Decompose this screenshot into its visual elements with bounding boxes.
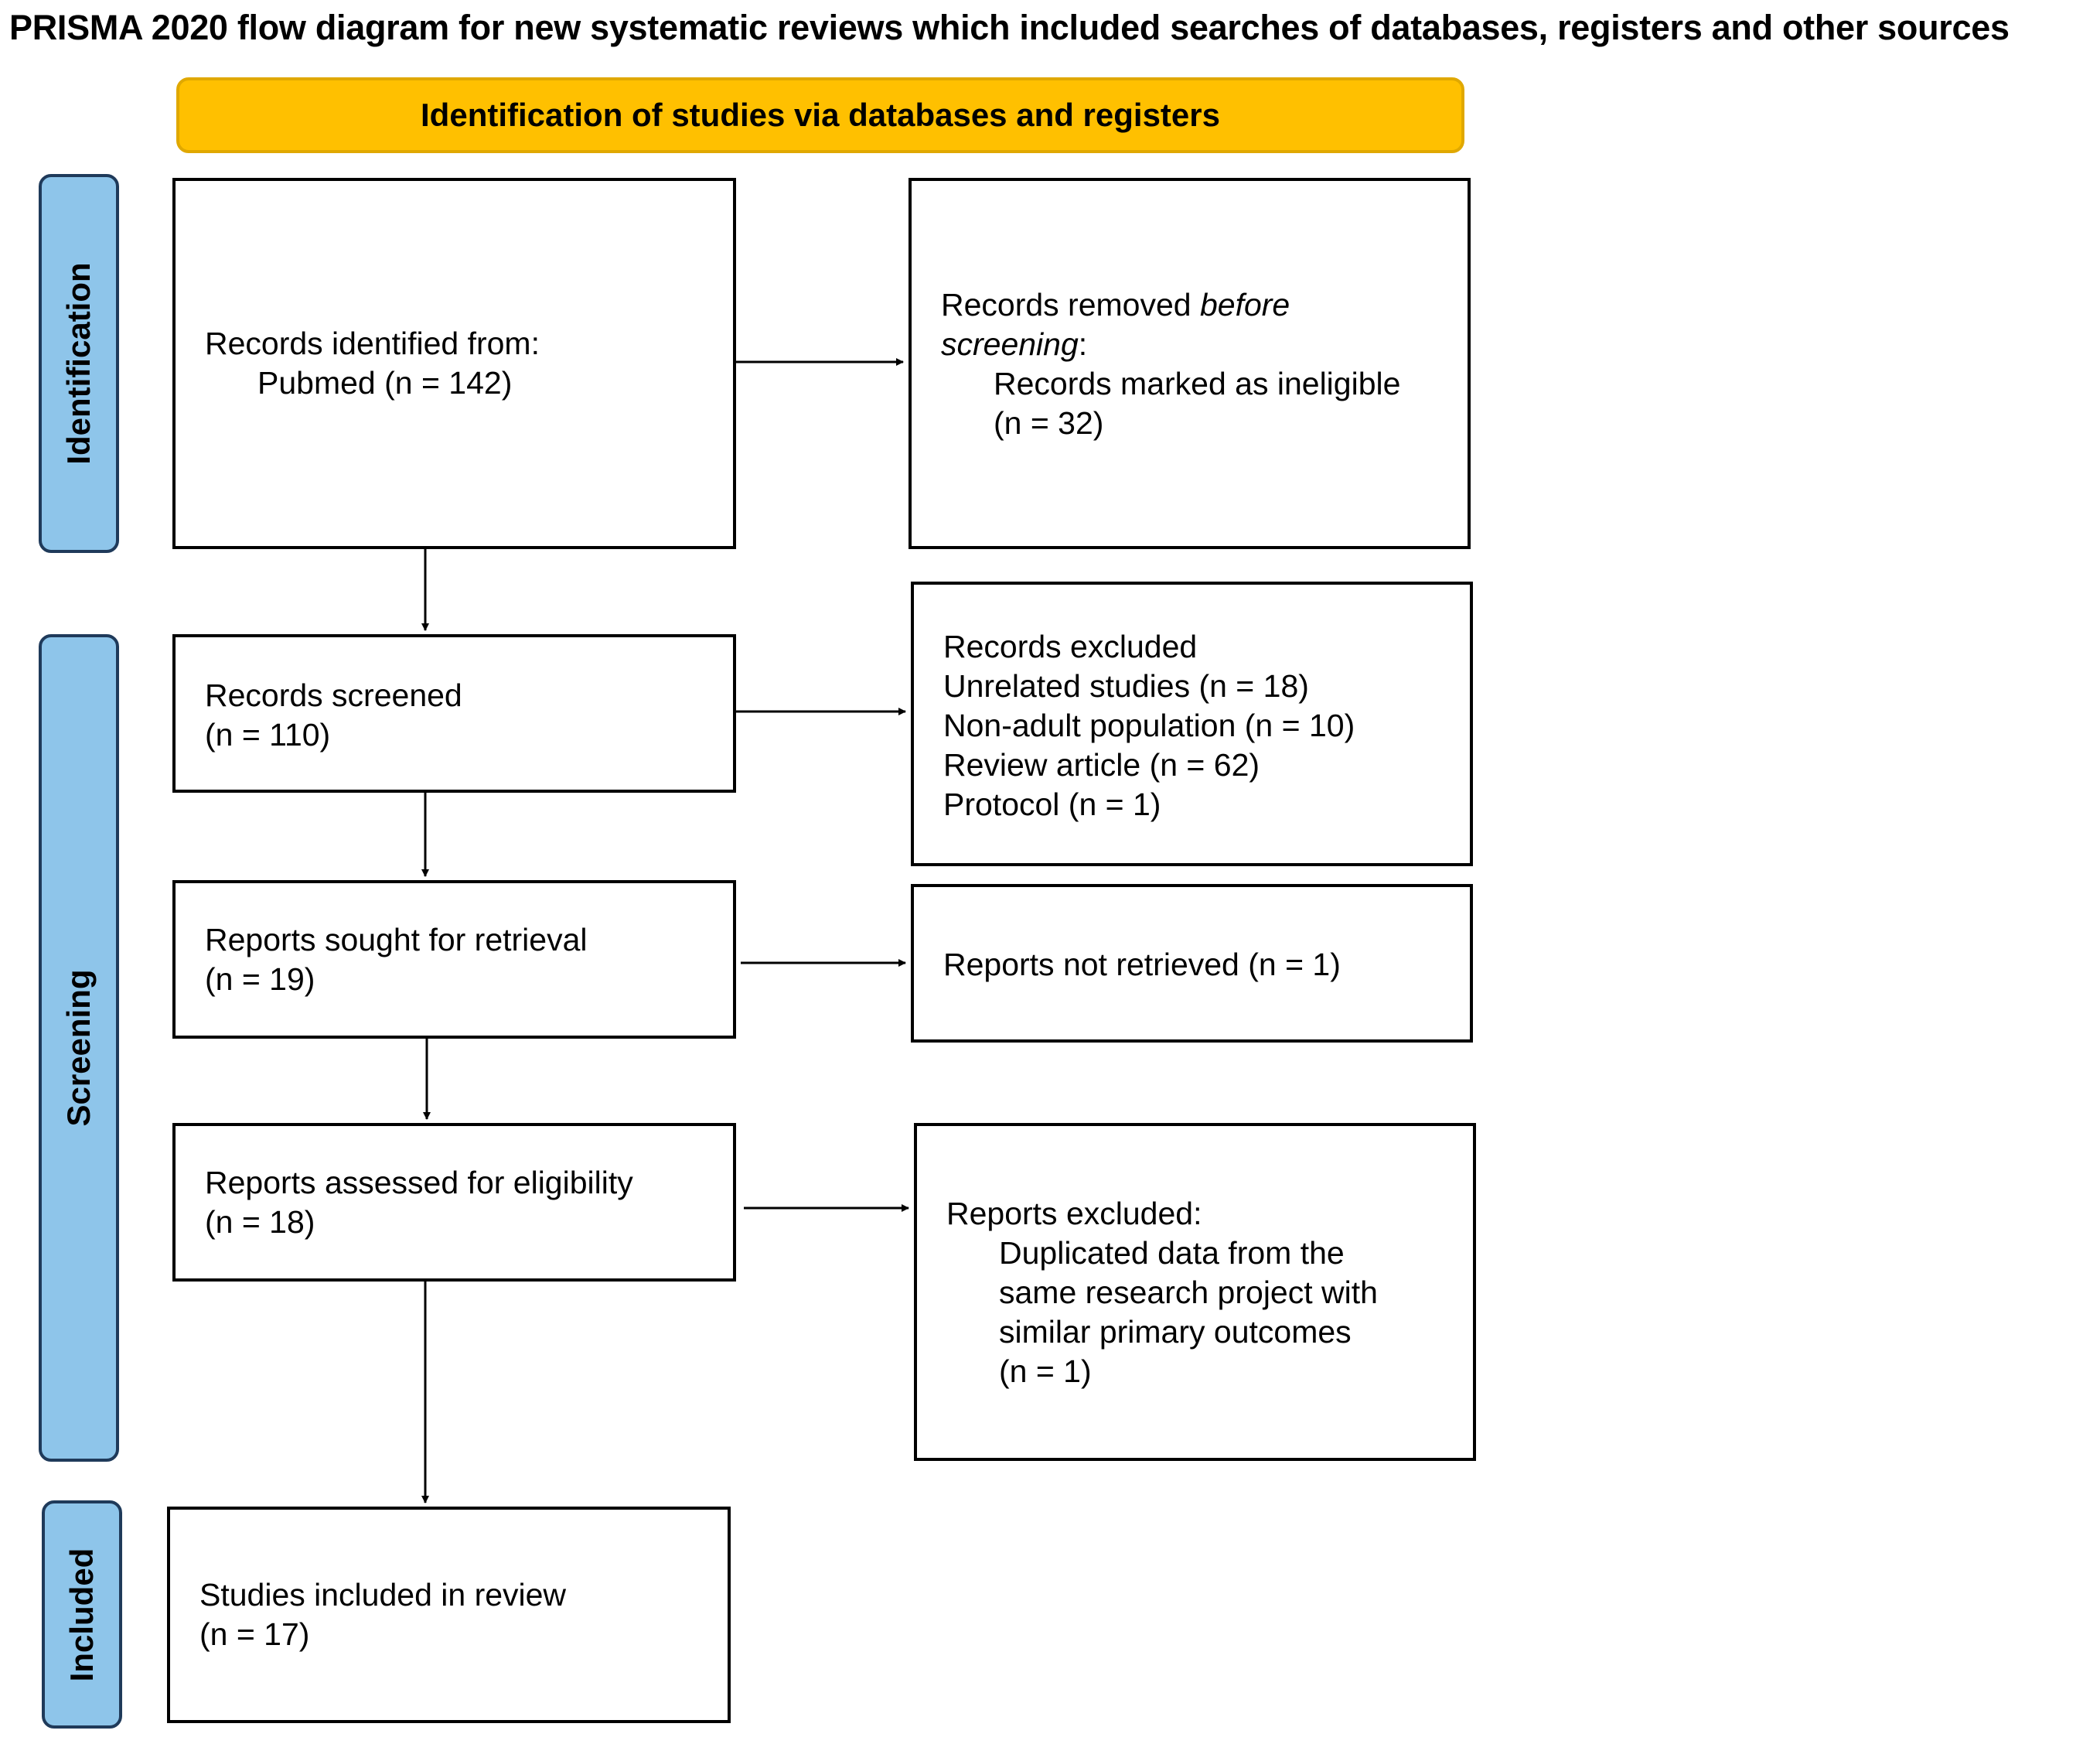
box-reports-excluded: Reports excluded: Duplicated data from t… (914, 1123, 1476, 1461)
box-records-excluded: Records excluded Unrelated studies (n = … (911, 582, 1473, 866)
reports-assessed-label: Reports assessed for eligibility (205, 1165, 633, 1200)
records-identified-pubmed: Pubmed (n = 142) (257, 365, 513, 401)
box-reports-not-retrieved: Reports not retrieved (n = 1) (911, 884, 1473, 1043)
phase-screening: Screening (39, 634, 119, 1462)
box-records-identified: Records identified from: Pubmed (n = 142… (172, 178, 736, 549)
records-excluded-non-adult: Non-adult population (n = 10) (943, 708, 1355, 743)
identification-banner: Identification of studies via databases … (176, 77, 1464, 153)
reports-assessed-count: (n = 18) (205, 1204, 315, 1240)
box-records-screened: Records screened (n = 110) (172, 634, 736, 793)
box-records-removed: Records removed before screening: Record… (909, 178, 1471, 549)
reports-sought-count: (n = 19) (205, 961, 315, 997)
records-removed-text: Records removed before screening: Record… (941, 285, 1400, 443)
phase-identification: Identification (39, 174, 119, 553)
records-identified-label: Records identified from: (205, 326, 540, 361)
reports-excluded-reason-1: Duplicated data from the (999, 1235, 1345, 1271)
box-studies-included: Studies included in review (n = 17) (167, 1507, 731, 1723)
records-removed-emph-screening: screening (941, 326, 1079, 362)
reports-excluded-reason-2: same research project with (999, 1275, 1378, 1310)
reports-not-retrieved-label: Reports not retrieved (n = 1) (943, 947, 1341, 982)
reports-excluded-reason-3: similar primary outcomes (999, 1314, 1352, 1350)
records-excluded-unrelated: Unrelated studies (n = 18) (943, 668, 1309, 704)
reports-sought-label: Reports sought for retrieval (205, 922, 588, 957)
records-marked-ineligible: Records marked as ineligible (994, 366, 1401, 401)
records-removed-count: (n = 32) (994, 405, 1104, 441)
records-removed-emph-before: before (1199, 287, 1290, 323)
records-screened-label: Records screened (205, 677, 462, 713)
records-excluded-label: Records excluded (943, 629, 1198, 664)
records-removed-colon: : (1078, 326, 1088, 362)
reports-excluded-label: Reports excluded: (946, 1196, 1202, 1231)
records-removed-prefix: Records removed (941, 287, 1200, 323)
reports-excluded-count: (n = 1) (999, 1353, 1092, 1389)
records-excluded-review: Review article (n = 62) (943, 747, 1260, 783)
records-screened-count: (n = 110) (205, 717, 331, 753)
records-excluded-protocol: Protocol (n = 1) (943, 787, 1161, 822)
banner-label: Identification of studies via databases … (421, 97, 1220, 133)
phase-included: Included (42, 1500, 122, 1729)
box-reports-sought: Reports sought for retrieval (n = 19) (172, 880, 736, 1039)
diagram-title: PRISMA 2020 flow diagram for new systema… (9, 8, 2010, 47)
box-reports-assessed: Reports assessed for eligibility (n = 18… (172, 1123, 736, 1282)
studies-included-count: (n = 17) (199, 1616, 310, 1652)
studies-included-label: Studies included in review (199, 1577, 567, 1613)
